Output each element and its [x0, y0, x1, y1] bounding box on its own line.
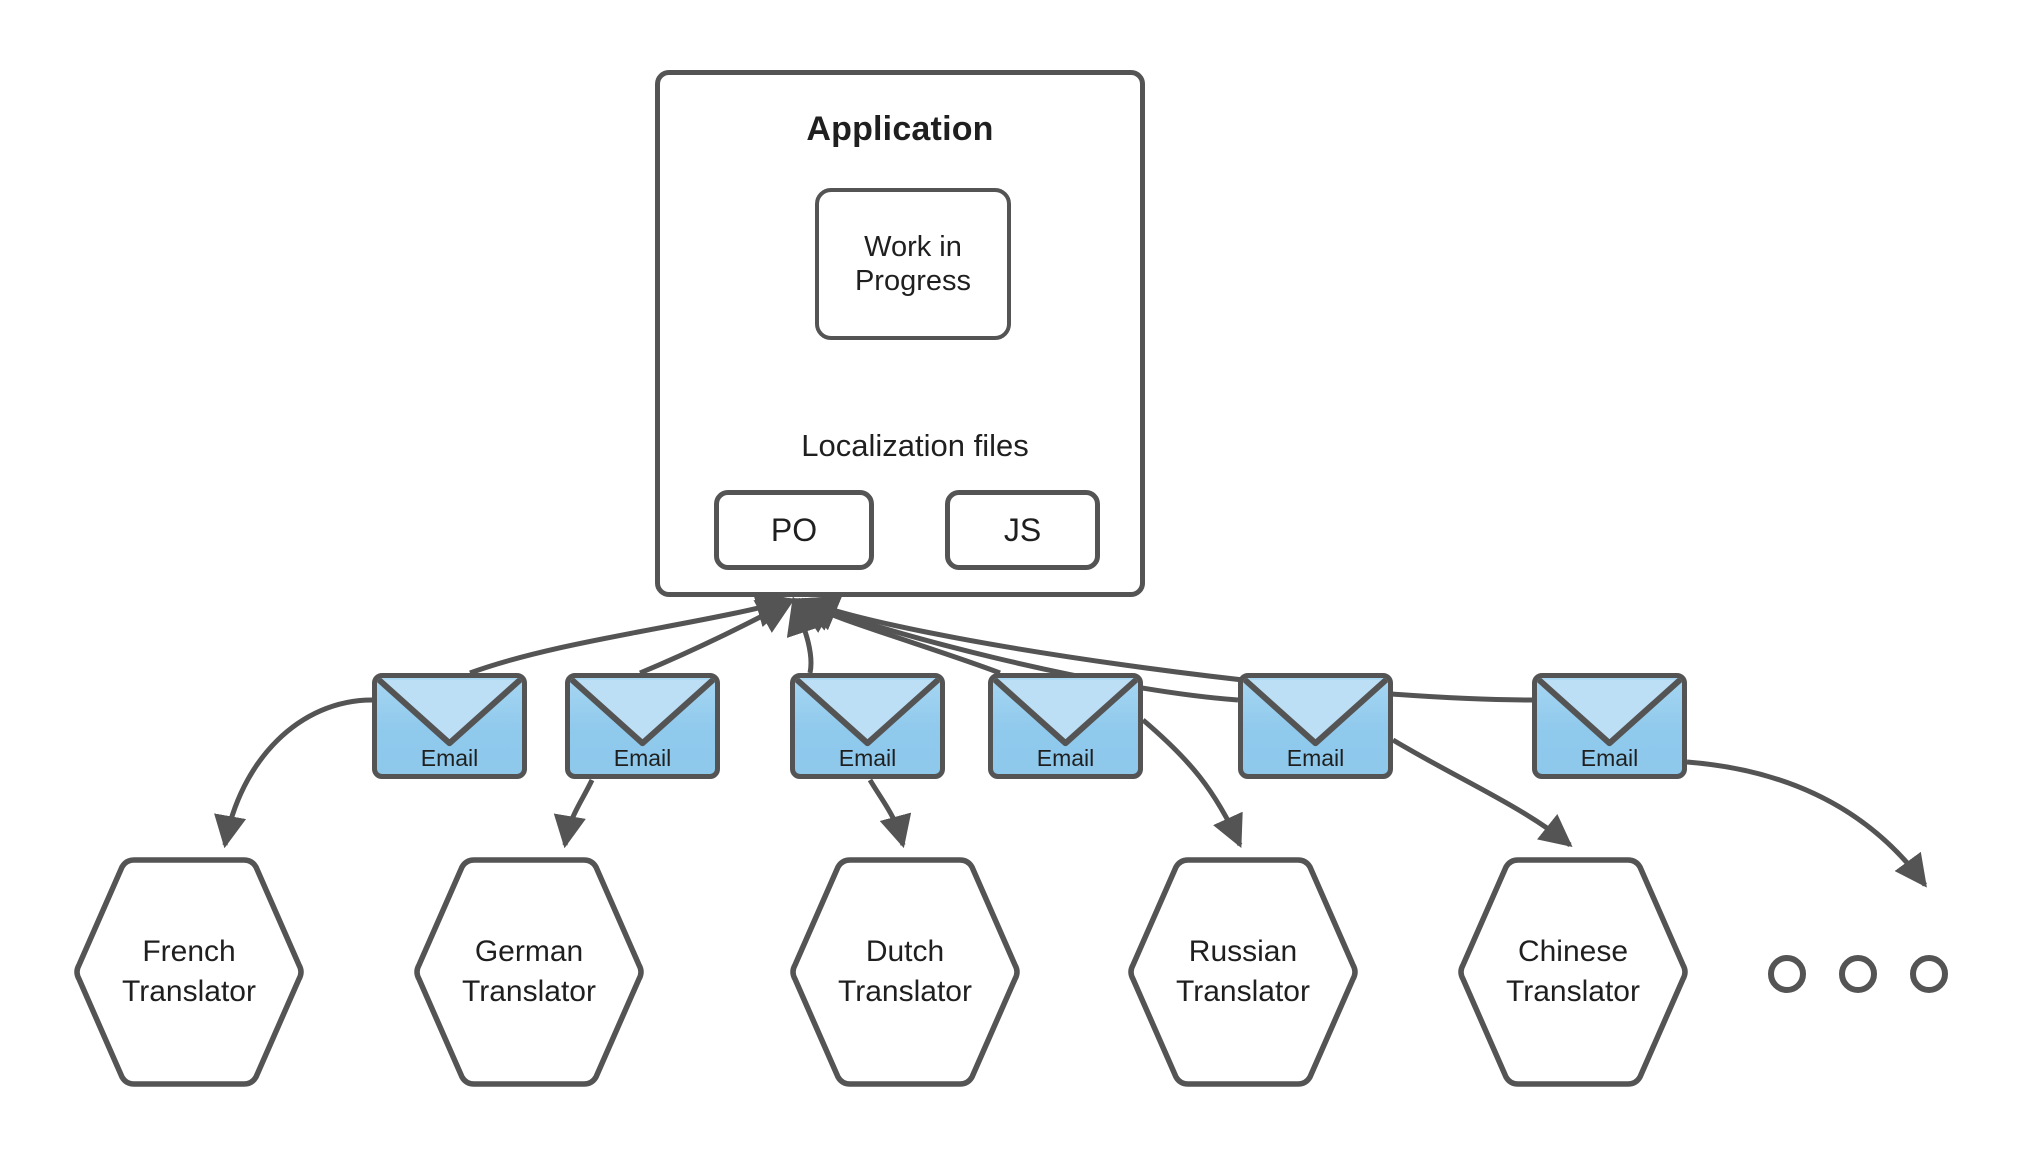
hexagon-shape [414, 857, 644, 1087]
envelope-icon [1537, 678, 1682, 747]
edge-email-2-to-po [639, 597, 796, 676]
edge-email-3-to-po [786, 596, 823, 674]
application-title: Application [806, 110, 994, 148]
edge-email-3-to-dutch [867, 778, 912, 849]
edge-email-1-to-po [469, 590, 794, 676]
js-file-label: JS [1003, 511, 1042, 548]
hexagon-shape [74, 857, 304, 1087]
po-file-node[interactable]: PO [714, 490, 874, 570]
ellipsis-circle-2 [1839, 955, 1877, 993]
localization-files-heading: Localization files [801, 428, 1029, 463]
ellipsis-circle-3 [1910, 955, 1948, 993]
js-file-node[interactable]: JS [945, 490, 1100, 570]
envelope-icon [377, 678, 522, 747]
more-translators-indicator [1768, 955, 1958, 1005]
hexagon-shape [1458, 857, 1688, 1087]
email-label: Email [1580, 745, 1639, 771]
translator-node-russian[interactable]: Russian Translator [1126, 855, 1360, 1089]
email-node-3[interactable]: Email [790, 673, 945, 779]
edge-email-4-to-po [794, 597, 1001, 676]
email-node-1[interactable]: Email [372, 673, 527, 779]
email-label: Email [1286, 745, 1345, 771]
email-node-5[interactable]: Email [1238, 673, 1393, 779]
email-label: Email [1036, 745, 1095, 771]
hexagon-shape [790, 857, 1020, 1087]
edge-email-1-to-french [214, 697, 373, 849]
edge-email-2-to-german [553, 778, 595, 849]
envelope-icon [795, 678, 940, 747]
translator-node-french[interactable]: French Translator [72, 855, 306, 1089]
email-node-4[interactable]: Email [988, 673, 1143, 779]
email-node-2[interactable]: Email [565, 673, 720, 779]
translator-node-dutch[interactable]: Dutch Translator [788, 855, 1022, 1089]
work-in-progress-label: Work in Progress [854, 230, 972, 297]
envelope-icon [570, 678, 715, 747]
hexagon-shape [1128, 857, 1358, 1087]
email-node-6[interactable]: Email [1532, 673, 1687, 779]
edge-email-4-to-russian [1141, 718, 1243, 848]
email-label: Email [838, 745, 897, 771]
ellipsis-circle-1 [1768, 955, 1806, 993]
email-label: Email [613, 745, 672, 771]
translator-node-german[interactable]: German Translator [412, 855, 646, 1089]
po-file-label: PO [770, 511, 818, 548]
envelope-icon [1243, 678, 1388, 747]
edge-email-6-to-more [1686, 759, 1928, 888]
work-in-progress-node[interactable]: Work in Progress [815, 188, 1011, 340]
translator-node-chinese[interactable]: Chinese Translator [1456, 855, 1690, 1089]
email-label: Email [420, 745, 479, 771]
envelope-icon [993, 678, 1138, 747]
